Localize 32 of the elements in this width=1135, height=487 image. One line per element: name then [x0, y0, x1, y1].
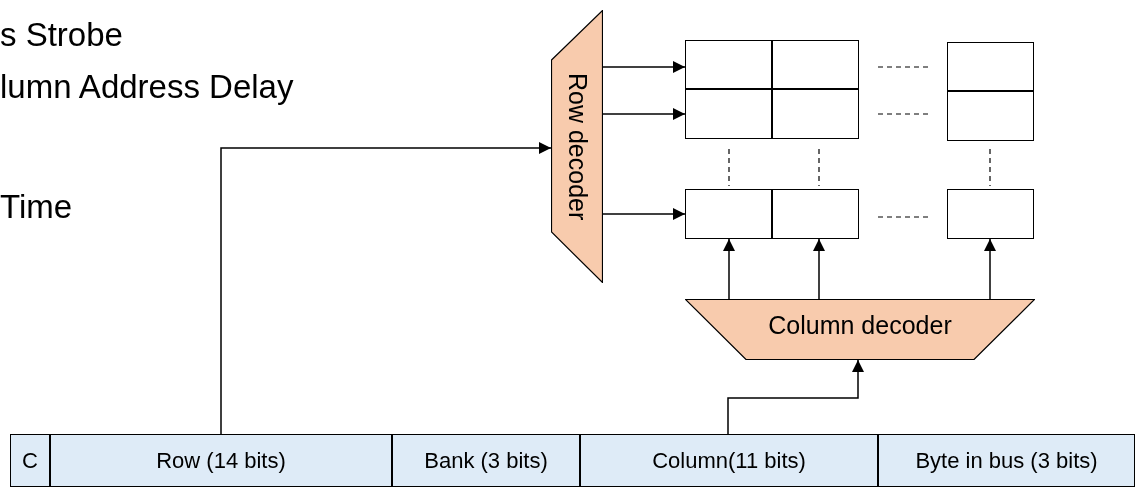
- memory-cell: [772, 40, 859, 89]
- node-label: Bank (3 bits): [424, 449, 548, 472]
- memory-cell: [685, 189, 772, 239]
- memory-cell: [947, 42, 1034, 91]
- address-field: [50, 434, 392, 487]
- node-label: Column(11 bits): [652, 449, 806, 472]
- arrow: [813, 238, 825, 300]
- memory-cell: [772, 189, 859, 239]
- node-label: Row (14 bits): [156, 449, 286, 472]
- memory-cell: [772, 89, 859, 139]
- arrow: [602, 61, 686, 73]
- memory-cell: [685, 89, 772, 139]
- arrow: [220, 142, 552, 435]
- address-field: [580, 434, 878, 487]
- text-line: lumn Address Delay: [0, 67, 294, 107]
- address-field: [10, 434, 50, 487]
- arrow: [984, 238, 996, 300]
- address-field: [392, 434, 580, 487]
- arrow: [602, 108, 686, 120]
- memory-cell: [947, 91, 1034, 141]
- node-label: C: [22, 449, 38, 472]
- text-line: s Strobe: [0, 15, 123, 55]
- arrow: [723, 238, 735, 300]
- arrow: [727, 359, 864, 435]
- arrow: [602, 208, 686, 220]
- node-label: Byte in bus (3 bits): [915, 449, 1098, 472]
- address-field: [878, 434, 1135, 487]
- memory-cell: [947, 189, 1034, 239]
- node-label: Row decoder: [564, 72, 590, 221]
- text-line: Time: [0, 187, 73, 227]
- memory-cell: [685, 40, 772, 89]
- node-label: Column decoder: [768, 313, 952, 338]
